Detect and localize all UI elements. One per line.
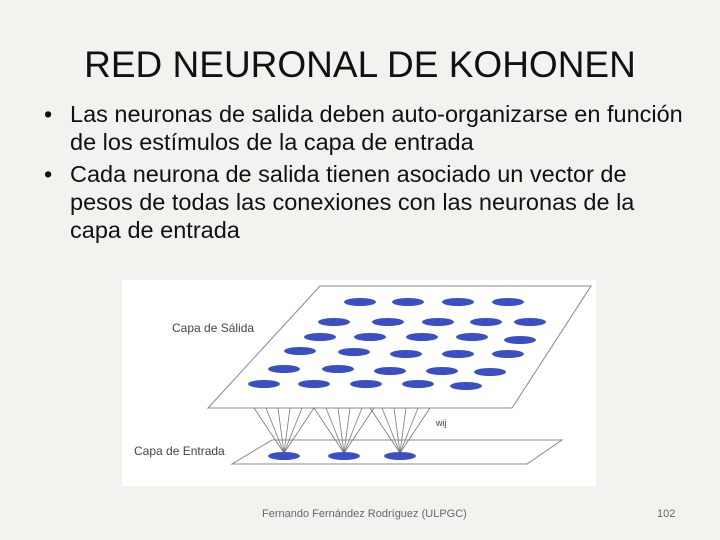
weight-connection-line [253,407,285,454]
weight-connection-line [265,407,285,454]
bullet-item: • Cada neurona de salida tienen asociado… [44,160,684,244]
weight-connection-line [343,407,351,454]
output-neuron [492,350,524,358]
weight-connection-line [283,407,291,454]
output-neuron [406,333,438,341]
bullet-item: • Las neuronas de salida deben auto-orga… [44,100,684,156]
weight-connection-line [343,407,363,454]
weight-connection-line [325,407,345,454]
weight-connection-line [343,407,375,454]
weight-connection-line [369,407,401,454]
output-neuron [450,382,482,390]
weight-connection-line [337,407,345,454]
output-neuron [338,348,370,356]
weight-connection-line [283,407,303,454]
output-neuron [374,367,406,375]
weight-connection-line [399,407,407,454]
input-layer-label: Capa de Entrada [134,444,225,458]
output-neurons [248,298,546,390]
weight-label: wij [435,418,447,428]
output-neuron [390,350,422,358]
output-neuron [474,368,506,376]
output-neuron [456,333,488,341]
output-neuron [492,298,524,306]
weight-connections [253,407,431,454]
weight-connection-line [381,407,401,454]
weight-connection-line [283,407,315,454]
output-neuron [304,333,336,341]
input-layer-plane [230,439,564,465]
kohonen-diagram: Capa de Sálida Capa de Entrada wij [134,285,592,465]
output-neuron [426,367,458,375]
kohonen-network-figure: Capa de Sálida Capa de Entrada wij [122,280,596,486]
output-neuron [422,318,454,326]
output-layer-plane [206,285,592,409]
input-neuron [384,452,416,460]
output-neuron [354,333,386,341]
output-neuron [442,350,474,358]
output-neuron [322,365,354,373]
bullet-list: • Las neuronas de salida deben auto-orga… [44,100,684,248]
output-neuron [248,380,280,388]
output-neuron [350,380,382,388]
output-neuron [344,298,376,306]
output-neuron [372,318,404,326]
weight-connection-line [399,407,419,454]
output-neuron [392,298,424,306]
weight-connection-line [277,407,285,454]
output-neuron [298,380,330,388]
page-number: 102 [657,508,676,520]
bullet-text: Las neuronas de salida deben auto-organi… [70,101,683,155]
output-neuron [318,318,350,326]
input-neuron [268,452,300,460]
slide-title: RED NEURONAL DE KOHONEN [84,44,636,85]
output-neuron [504,336,536,344]
weight-connection-line [399,407,431,454]
output-layer-label: Capa de Sálida [172,321,254,335]
output-neuron [514,318,546,326]
bullet-icon: • [44,101,53,127]
weight-connection-line [393,407,401,454]
output-neuron [470,318,502,326]
bullet-icon: • [44,161,53,187]
output-neuron [402,380,434,388]
output-neuron [284,347,316,355]
output-neuron [442,298,474,306]
input-neurons [268,452,416,460]
weight-connection-line [313,407,345,454]
footer-author: Fernando Fernández Rodríguez (ULPGC) [262,508,467,520]
input-neuron [328,452,360,460]
bullet-text: Cada neurona de salida tienen asociado u… [70,161,635,243]
output-neuron [268,365,300,373]
